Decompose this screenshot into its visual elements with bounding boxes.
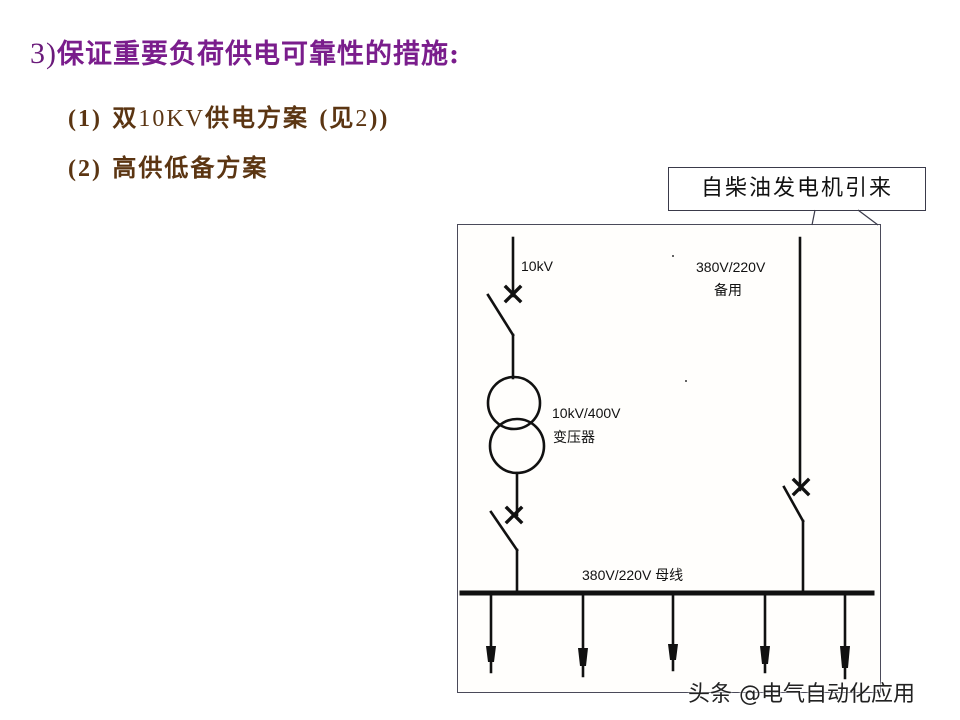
callout-leader-lines (811, 209, 879, 226)
item-text: 高供低备方案 (112, 153, 269, 182)
watermark: 头条 @电气自动化应用 (688, 682, 915, 707)
item-latin: 10KV (138, 106, 206, 132)
item-index: (1) (68, 106, 102, 132)
label-transformer-rating: 10kV/400V (552, 405, 621, 421)
item-index: (2) (68, 156, 102, 182)
diagram-frame (457, 224, 881, 693)
item-text-2: 供电方案 (205, 103, 310, 132)
item-text: 双 (112, 103, 139, 132)
list-item-high-supply-low-backup: (2) 高供低备方案 (68, 148, 268, 183)
label-backup-voltage: 380V/220V (696, 259, 766, 275)
label-busbar: 380V/220V 母线 (582, 567, 684, 583)
label-transformer: 变压器 (553, 429, 595, 445)
list-item-dual-10kv: (1) 双10KV供电方案 (见2)) (68, 98, 389, 133)
item-note-close: )) (369, 106, 390, 132)
item-note-num: 2 (355, 106, 370, 132)
heading-number: 3) (30, 37, 57, 70)
callout-diesel-generator: 自柴油发电机引来 (668, 167, 926, 211)
label-10kv: 10kV (521, 258, 553, 274)
item-note-open: (见 (319, 106, 356, 132)
heading-text: 保证重要负荷供电可靠性的措施: (57, 39, 460, 70)
label-backup: 备用 (714, 282, 742, 298)
slide-heading: 3)保证重要负荷供电可靠性的措施: (30, 32, 460, 71)
